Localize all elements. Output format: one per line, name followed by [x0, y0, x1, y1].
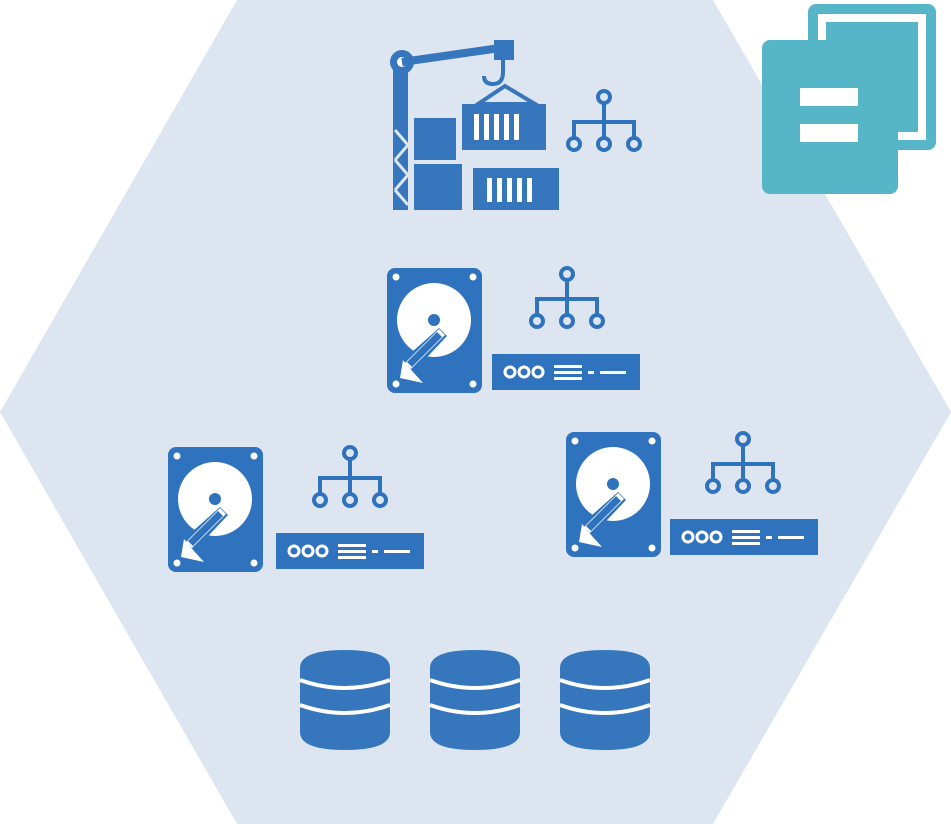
hard-drive-icon	[168, 447, 263, 572]
server-rack-icon	[490, 352, 642, 392]
documents-icon	[762, 4, 936, 194]
server-rack-icon	[668, 517, 820, 557]
server-rack-icon	[274, 531, 426, 571]
database-icon	[428, 648, 522, 752]
hard-drive-icon	[387, 268, 482, 393]
database-icon	[558, 648, 652, 752]
hard-drive-icon	[566, 432, 661, 557]
shipping-container-icon	[414, 83, 559, 210]
database-icon	[298, 648, 392, 752]
crane-icon	[390, 40, 514, 210]
